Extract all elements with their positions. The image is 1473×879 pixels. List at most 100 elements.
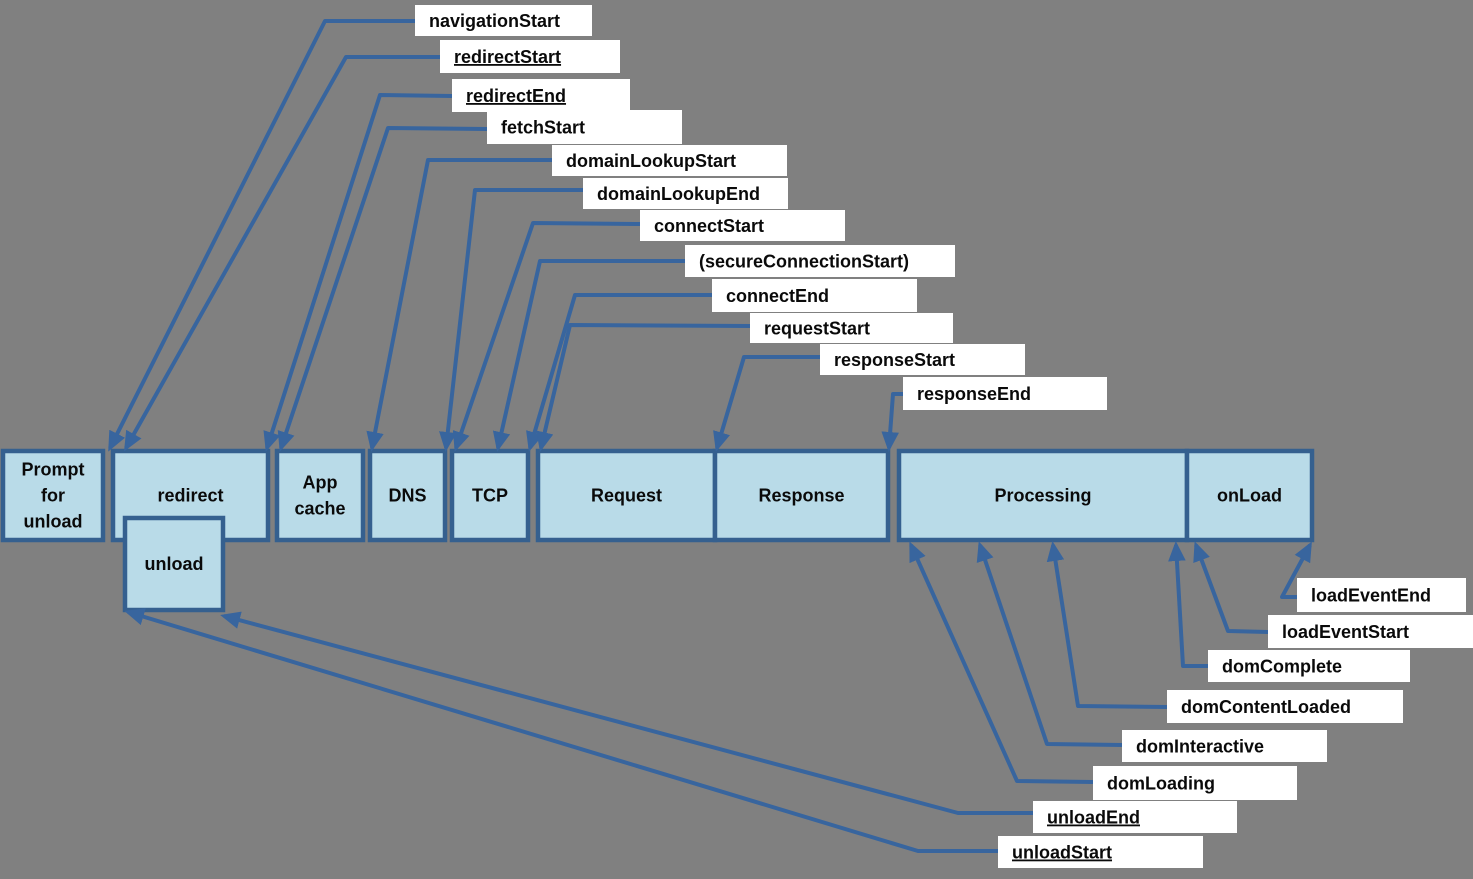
- event-label-text-unloadStart: unloadStart: [1012, 843, 1112, 863]
- connector-secureConnectionStart: [492, 259, 685, 452]
- connector-loadEventEnd: [1280, 541, 1312, 599]
- event-label-unloadStart: unloadStart: [998, 836, 1203, 868]
- event-label-text-unloadEnd: unloadEnd: [1047, 808, 1140, 828]
- connector-requestStart: [536, 323, 751, 452]
- event-label-bg-domainLookupEnd: [583, 178, 788, 209]
- connector-responseEnd: [881, 392, 903, 452]
- event-label-domContentLoaded: domContentLoaded: [1167, 690, 1403, 723]
- event-label-text-domainLookupEnd: domainLookupEnd: [597, 184, 760, 204]
- connector-responseStart: [713, 355, 820, 452]
- timeline-box-onload: onLoad: [1184, 448, 1315, 543]
- event-label-text-secureConnectionStart: (secureConnectionStart): [699, 252, 909, 272]
- timeline-box-rect-processing: [896, 448, 1190, 543]
- connector-domLoading: [909, 541, 1094, 784]
- connector-fetchStart: [277, 126, 488, 452]
- event-label-bg-domComplete: [1208, 650, 1410, 682]
- event-label-connectEnd: connectEnd: [712, 279, 917, 312]
- event-label-text-domLoading: domLoading: [1107, 774, 1215, 794]
- event-label-responseStart: responseStart: [820, 344, 1025, 375]
- event-label-text-domContentLoaded: domContentLoaded: [1181, 697, 1351, 717]
- timeline-box-label-unload: unload: [145, 554, 204, 574]
- event-label-text-domComplete: domComplete: [1222, 657, 1342, 677]
- timeline-box-request: Request: [535, 448, 718, 543]
- timeline-box-rect-prompt-for-unload: [0, 448, 106, 543]
- timeline-box-label-processing: Processing: [994, 486, 1091, 506]
- event-label-fetchStart: fetchStart: [487, 110, 682, 144]
- timeline-box-processing: Processing: [896, 448, 1190, 543]
- event-label-bg-connectStart: [640, 210, 845, 241]
- event-label-text-responseEnd: responseEnd: [917, 384, 1031, 404]
- timeline-box-label-tcp: TCP: [472, 486, 508, 506]
- event-label-bg-loadEventEnd: [1297, 578, 1466, 612]
- event-label-text-domInteractive: domInteractive: [1136, 737, 1264, 757]
- connector-redirectEnd: [263, 93, 453, 452]
- timeline-box-rect-response: [712, 448, 891, 543]
- timeline-box-label-request: Request: [591, 486, 662, 506]
- event-label-bg-domInteractive: [1122, 730, 1327, 762]
- timeline-box-unload: unload: [122, 515, 226, 613]
- event-label-secureConnectionStart: (secureConnectionStart): [685, 245, 955, 277]
- event-label-bg-unloadStart: [998, 836, 1203, 868]
- event-label-bg-redirectEnd: [452, 79, 630, 112]
- event-label-domainLookupStart: domainLookupStart: [552, 145, 787, 176]
- event-label-connectStart: connectStart: [640, 210, 845, 241]
- event-label-bg-responseEnd: [903, 377, 1107, 410]
- connector-loadEventStart: [1193, 541, 1269, 634]
- event-label-loadEventStart: loadEventStart: [1268, 615, 1473, 648]
- event-label-loadEventEnd: loadEventEnd: [1297, 578, 1466, 612]
- timeline-box-rect-dns: [367, 448, 448, 543]
- event-label-domainLookupEnd: domainLookupEnd: [583, 178, 788, 209]
- connector-navigationStart: [108, 19, 415, 452]
- event-label-bg-loadEventStart: [1268, 615, 1473, 648]
- connector-unloadStart: [124, 608, 998, 853]
- event-label-bg-domContentLoaded: [1167, 690, 1403, 723]
- event-label-bg-unloadEnd: [1033, 801, 1237, 833]
- event-label-navigationStart: navigationStart: [415, 5, 592, 36]
- timeline-box-label-dns: DNS: [388, 486, 426, 506]
- event-label-bg-responseStart: [820, 344, 1025, 375]
- connector-domainLookupEnd: [439, 188, 583, 452]
- connector-unloadEnd: [220, 611, 1033, 815]
- connector-domainLookupStart: [366, 158, 552, 452]
- connector-domComplete: [1168, 541, 1208, 668]
- event-label-text-loadEventEnd: loadEventEnd: [1311, 586, 1431, 606]
- timeline-box-label-redirect: redirect: [157, 486, 223, 506]
- timeline-box-rect-request: [535, 448, 718, 543]
- event-label-domLoading: domLoading: [1093, 766, 1297, 800]
- event-label-bg-connectEnd: [712, 279, 917, 312]
- event-label-domComplete: domComplete: [1208, 650, 1410, 682]
- event-label-text-requestStart: requestStart: [764, 319, 870, 339]
- timeline-box-rect-onload: [1184, 448, 1315, 543]
- event-label-text-connectStart: connectStart: [654, 216, 764, 236]
- timeline-box-rect-app-cache: [274, 448, 366, 543]
- event-label-redirectEnd: redirectEnd: [452, 79, 630, 112]
- event-label-unloadEnd: unloadEnd: [1033, 801, 1237, 833]
- event-label-bg-fetchStart: [487, 110, 682, 144]
- timeline-box-rect-tcp: [449, 448, 531, 543]
- timeline-box-dns: DNS: [367, 448, 448, 543]
- timeline-box-label-response: Response: [758, 486, 844, 506]
- event-label-bg-navigationStart: [415, 5, 592, 36]
- event-label-text-loadEventStart: loadEventStart: [1282, 622, 1409, 642]
- event-label-text-navigationStart: navigationStart: [429, 11, 560, 31]
- event-label-text-domainLookupStart: domainLookupStart: [566, 151, 736, 171]
- event-label-bg-redirectStart: [440, 40, 620, 73]
- timeline-box-label-onload: onLoad: [1217, 486, 1282, 506]
- event-label-domInteractive: domInteractive: [1122, 730, 1327, 762]
- connector-connectStart: [452, 221, 641, 452]
- event-label-bg-domainLookupStart: [552, 145, 787, 176]
- connector-connectEnd: [526, 293, 712, 452]
- event-label-text-responseStart: responseStart: [834, 350, 955, 370]
- timeline-box-tcp: TCP: [449, 448, 531, 543]
- event-label-requestStart: requestStart: [750, 313, 953, 343]
- event-label-text-fetchStart: fetchStart: [501, 118, 585, 138]
- connector-domContentLoaded: [1046, 541, 1168, 709]
- timeline-box-response: Response: [712, 448, 891, 543]
- event-label-bg-secureConnectionStart: [685, 245, 955, 277]
- event-label-responseEnd: responseEnd: [903, 377, 1107, 410]
